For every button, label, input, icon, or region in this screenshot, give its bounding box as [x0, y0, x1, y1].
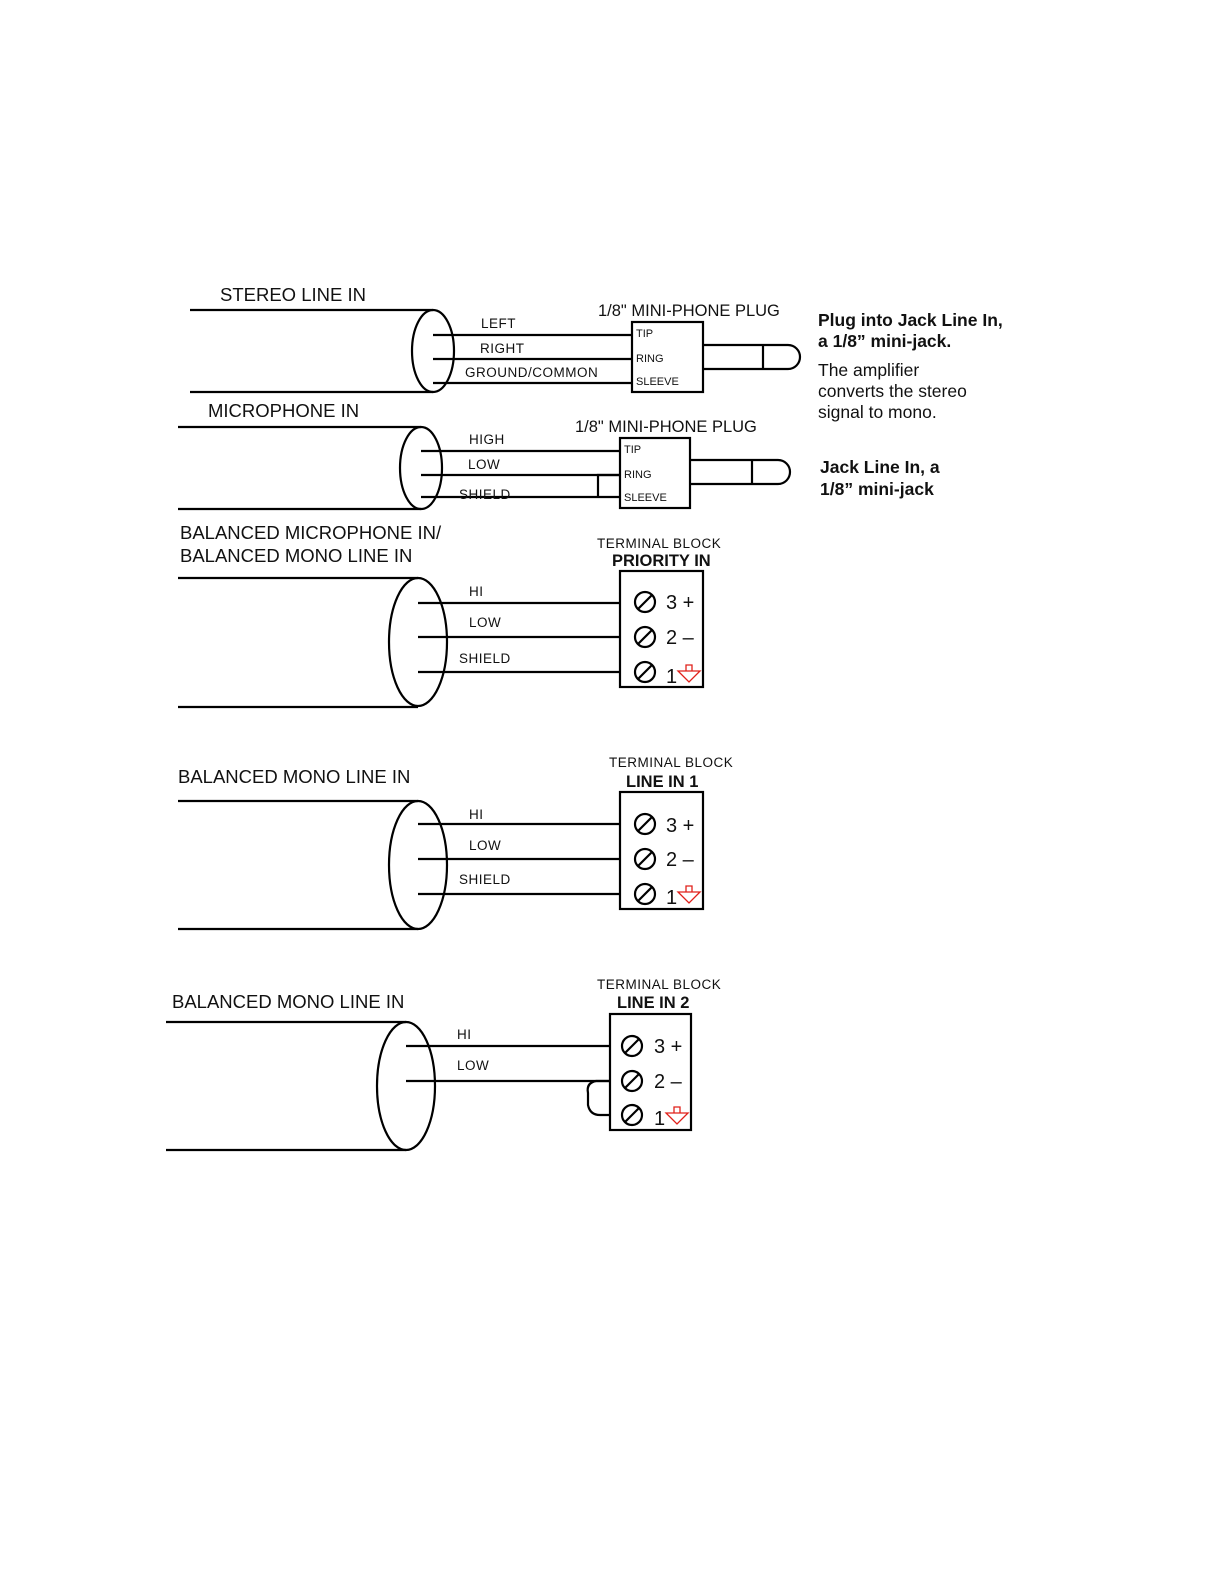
screw-terminal-icon — [633, 847, 657, 871]
stereo-note-line-2: a 1/8” mini-jack. — [818, 331, 951, 351]
screw-terminal-icon — [620, 1103, 644, 1127]
screw-terminal-icon — [633, 625, 657, 649]
wire-label-hi: HI — [457, 1027, 472, 1042]
terminal-1-label: 1 — [666, 887, 677, 909]
stereo-wires — [433, 333, 632, 385]
wire-label-shield: SHIELD — [459, 487, 511, 502]
stereo-plug-tip — [703, 343, 802, 371]
screw-terminal-icon — [633, 590, 657, 614]
line1-terminal-block-label: TERMINAL BLOCK — [609, 755, 733, 770]
microphone-in-section: MICROPHONE IN HIGH LOW SHIELD 1/8" MINI-… — [178, 400, 940, 511]
priority-wires — [418, 601, 620, 674]
ground-icon — [676, 664, 702, 683]
priority-terminal-block — [618, 569, 705, 689]
priority-cable-jacket — [178, 576, 418, 709]
screw-terminal-icon — [620, 1034, 644, 1058]
terminal-3-label: 3 + — [666, 815, 694, 837]
terminal-3-label: 3 + — [654, 1036, 682, 1058]
balanced-priority-title-line-1: BALANCED MICROPHONE IN/ — [180, 522, 442, 543]
wire-label-hi: HI — [469, 584, 484, 599]
microphone-in-title: MICROPHONE IN — [208, 400, 359, 421]
balanced-priority-section: BALANCED MICROPHONE IN/ BALANCED MONO LI… — [178, 522, 721, 709]
stereo-cable-end — [410, 308, 456, 394]
mic-note-line-2: 1/8” mini-jack — [820, 479, 934, 499]
stereo-cable-jacket — [190, 308, 433, 394]
stereo-line-in-section: STEREO LINE IN LEFT RIGHT GROUND/COMMON … — [190, 284, 1003, 422]
line1-wires — [418, 822, 620, 896]
line1-cable-jacket — [178, 799, 418, 931]
wire-label-left: LEFT — [481, 316, 516, 331]
terminal-3-label: 3 + — [666, 592, 694, 614]
wire-label-low: LOW — [457, 1058, 489, 1073]
terminal-2-label: 2 – — [654, 1071, 683, 1093]
priority-block-name: PRIORITY IN — [612, 552, 711, 570]
line2-low-ground-jumper — [586, 1079, 610, 1117]
wire-label-high: HIGH — [469, 432, 505, 447]
line2-terminal-block-label: TERMINAL BLOCK — [597, 977, 721, 992]
terminal-2-label: 2 – — [666, 849, 695, 871]
stereo-note-line-3: The amplifier — [818, 360, 919, 380]
stereo-note-line-1: Plug into Jack Line In, — [818, 310, 1003, 330]
wire-label-hi: HI — [469, 807, 484, 822]
wire-label-shield: SHIELD — [459, 651, 511, 666]
priority-terminal-block-label: TERMINAL BLOCK — [597, 536, 721, 551]
stereo-note-line-4: converts the stereo — [818, 381, 967, 401]
wire-label-ground-common: GROUND/COMMON — [465, 365, 598, 380]
stereo-plug-label: 1/8" MINI-PHONE PLUG — [598, 302, 780, 320]
stereo-pin-tip: TIP — [636, 328, 653, 340]
wire-label-shield: SHIELD — [459, 872, 511, 887]
balanced-line1-title: BALANCED MONO LINE IN — [178, 766, 410, 787]
line2-wires — [406, 1044, 610, 1083]
stereo-pin-ring: RING — [636, 353, 664, 365]
balanced-line2-section: BALANCED MONO LINE IN HI LOW TERMINAL BL… — [166, 977, 721, 1152]
screw-terminal-icon — [633, 660, 657, 684]
priority-cable-end — [387, 576, 449, 708]
mic-plug-tip — [690, 458, 792, 486]
line2-block-name: LINE IN 2 — [617, 994, 689, 1012]
stereo-plug-body — [630, 320, 705, 394]
mic-wires — [421, 449, 620, 499]
mic-plug-label: 1/8" MINI-PHONE PLUG — [575, 418, 757, 436]
wire-label-low: LOW — [469, 838, 501, 853]
screw-terminal-icon — [633, 812, 657, 836]
mic-pin-tip: TIP — [624, 444, 641, 456]
mic-plug-body — [618, 436, 692, 510]
terminal-1-label: 1 — [666, 666, 677, 688]
wire-label-right: RIGHT — [480, 341, 525, 356]
stereo-pin-sleeve: SLEEVE — [636, 376, 679, 388]
terminal-1-label: 1 — [654, 1108, 665, 1130]
stereo-line-in-title: STEREO LINE IN — [220, 284, 366, 305]
screw-terminal-icon — [620, 1069, 644, 1093]
screw-terminal-icon — [633, 882, 657, 906]
balanced-priority-title-line-2: BALANCED MONO LINE IN — [180, 545, 412, 566]
balanced-line2-title: BALANCED MONO LINE IN — [172, 991, 404, 1012]
line1-block-name: LINE IN 1 — [626, 773, 698, 791]
line1-terminal-block — [618, 790, 705, 911]
balanced-line1-section: BALANCED MONO LINE IN HI LOW SHIELD TERM… — [178, 755, 733, 931]
mic-cable-end — [398, 425, 444, 511]
terminal-2-label: 2 – — [666, 627, 695, 649]
stereo-note-line-5: signal to mono. — [818, 402, 937, 422]
ground-icon — [664, 1106, 690, 1125]
mic-low-shield-jumper — [596, 473, 620, 497]
mic-cable-jacket — [178, 425, 421, 511]
wire-label-low: LOW — [468, 457, 500, 472]
line2-cable-end — [375, 1020, 437, 1152]
mic-pin-ring: RING — [624, 469, 652, 481]
wire-label-low: LOW — [469, 615, 501, 630]
mic-note-line-1: Jack Line In, a — [820, 457, 940, 477]
mic-pin-sleeve: SLEEVE — [624, 492, 667, 504]
line2-cable-jacket — [166, 1020, 406, 1152]
ground-icon — [676, 885, 702, 904]
line1-cable-end — [387, 799, 449, 931]
